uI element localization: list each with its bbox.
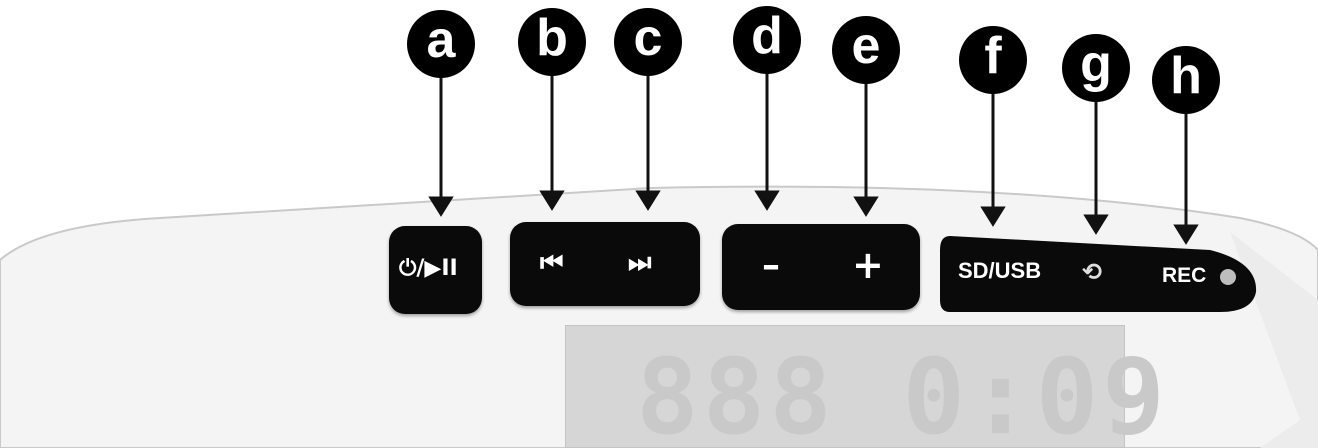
lcd-digits: 888 0:09: [636, 336, 1169, 448]
callout-b: b: [518, 8, 586, 76]
callout-c: c: [614, 8, 682, 76]
arrowhead-f: [980, 206, 1006, 227]
arrowhead-e: [853, 196, 879, 217]
record-button[interactable]: REC: [1162, 264, 1207, 287]
volume-down-button[interactable]: –: [762, 245, 780, 286]
record-dot-icon: [1220, 269, 1236, 285]
volume-up-button[interactable]: +: [852, 243, 884, 287]
skip-pad: ⏮ ⏭: [510, 222, 700, 306]
power-play-icon: ⏻/▶II: [399, 256, 458, 281]
callout-a: a: [407, 10, 475, 78]
lcd-display: 888 0:09: [565, 325, 1165, 448]
source-button[interactable]: SD/USB: [958, 258, 1042, 283]
callout-f: f: [959, 26, 1027, 94]
arrowhead-a: [428, 196, 454, 217]
next-track-icon[interactable]: ⏭: [628, 248, 652, 278]
repeat-icon[interactable]: ⟲: [1082, 258, 1103, 286]
callout-h: h: [1152, 46, 1220, 114]
arrowhead-b: [539, 190, 565, 211]
arrowhead-c: [635, 190, 661, 211]
callout-g: g: [1062, 34, 1130, 102]
arrowhead-h: [1173, 224, 1199, 245]
power-play-button[interactable]: ⏻/▶II: [389, 226, 482, 314]
previous-track-icon[interactable]: ⏮: [540, 248, 564, 278]
callout-e: e: [832, 16, 900, 84]
source-repeat-rec-pad: [940, 236, 1257, 312]
volume-pad: – +: [722, 224, 920, 310]
callout-d: d: [733, 6, 801, 74]
callout-arrows: [428, 68, 1199, 245]
arrowhead-d: [754, 190, 780, 211]
arrowhead-g: [1083, 214, 1109, 235]
